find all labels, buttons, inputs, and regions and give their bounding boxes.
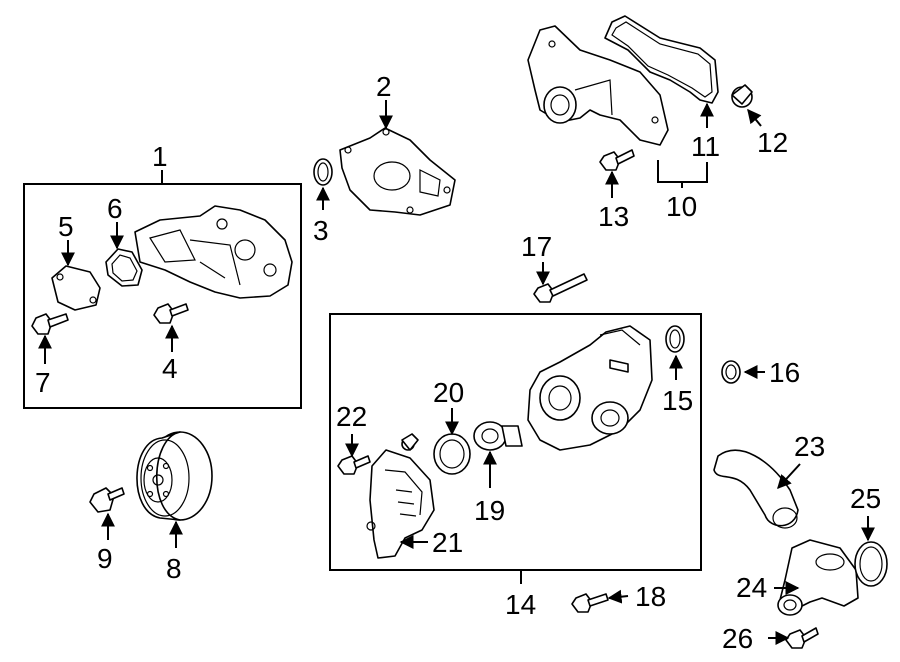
water-pump-part[interactable] xyxy=(134,205,293,299)
o-ring-15-part[interactable] xyxy=(665,325,685,353)
callout-9: 9 xyxy=(97,543,113,574)
thermostat-housing-group-box xyxy=(329,313,702,571)
cover-part-10[interactable] xyxy=(527,25,669,146)
callout-1: 1 xyxy=(152,141,168,172)
callout-8: 8 xyxy=(166,553,182,584)
callout-14: 14 xyxy=(505,589,536,620)
dowel-pin-part[interactable] xyxy=(401,433,419,451)
o-ring-3-part[interactable] xyxy=(313,158,333,186)
bolt-4-part[interactable] xyxy=(153,303,189,324)
callout-22: 22 xyxy=(336,401,367,432)
thermostat-housing-part[interactable] xyxy=(527,325,653,451)
outlet-part-24[interactable] xyxy=(777,539,859,616)
housing-outlet-part-21[interactable] xyxy=(366,449,435,559)
bolt-9-part[interactable] xyxy=(89,487,125,513)
callout-21: 21 xyxy=(432,527,463,558)
callout-3: 3 xyxy=(313,215,329,246)
bolt-13-part[interactable] xyxy=(599,149,635,171)
callout-25: 25 xyxy=(850,483,881,514)
cover-plate-part[interactable] xyxy=(51,265,101,311)
hose-part-23[interactable] xyxy=(713,449,799,529)
callout-24: 24 xyxy=(736,572,767,603)
bolt-22-part[interactable] xyxy=(337,455,371,475)
bushing-part-12[interactable] xyxy=(731,84,753,108)
callout-10: 10 xyxy=(666,191,697,222)
housing-gasket-part[interactable] xyxy=(339,127,456,216)
callout-19: 19 xyxy=(474,495,505,526)
callout-16: 16 xyxy=(769,357,800,388)
callout-26: 26 xyxy=(722,623,753,654)
gasket-part-20[interactable] xyxy=(433,433,471,475)
o-ring-16-part[interactable] xyxy=(721,360,741,384)
callout-6: 6 xyxy=(107,193,123,224)
callout-5: 5 xyxy=(58,211,74,242)
callout-12: 12 xyxy=(757,127,788,158)
bolt-18-part[interactable] xyxy=(571,593,609,613)
callout-7: 7 xyxy=(35,367,51,398)
callout-15: 15 xyxy=(662,385,693,416)
bolt-7-part[interactable] xyxy=(31,313,69,335)
callout-2: 2 xyxy=(376,71,392,102)
pulley-part-8[interactable] xyxy=(136,431,213,521)
thermostat-part-19[interactable] xyxy=(473,421,523,451)
callout-4: 4 xyxy=(162,353,178,384)
bolt-17-part[interactable] xyxy=(533,273,588,303)
callout-18: 18 xyxy=(635,581,666,612)
callout-11: 11 xyxy=(691,131,720,162)
o-ring-25-part[interactable] xyxy=(854,541,888,587)
callout-17: 17 xyxy=(521,231,552,262)
callout-20: 20 xyxy=(433,377,464,408)
pump-gasket-part[interactable] xyxy=(105,248,143,287)
callout-13: 13 xyxy=(598,201,629,232)
seal-part-11[interactable] xyxy=(604,15,719,104)
bolt-26-part[interactable] xyxy=(785,627,819,649)
callout-23: 23 xyxy=(794,431,825,462)
